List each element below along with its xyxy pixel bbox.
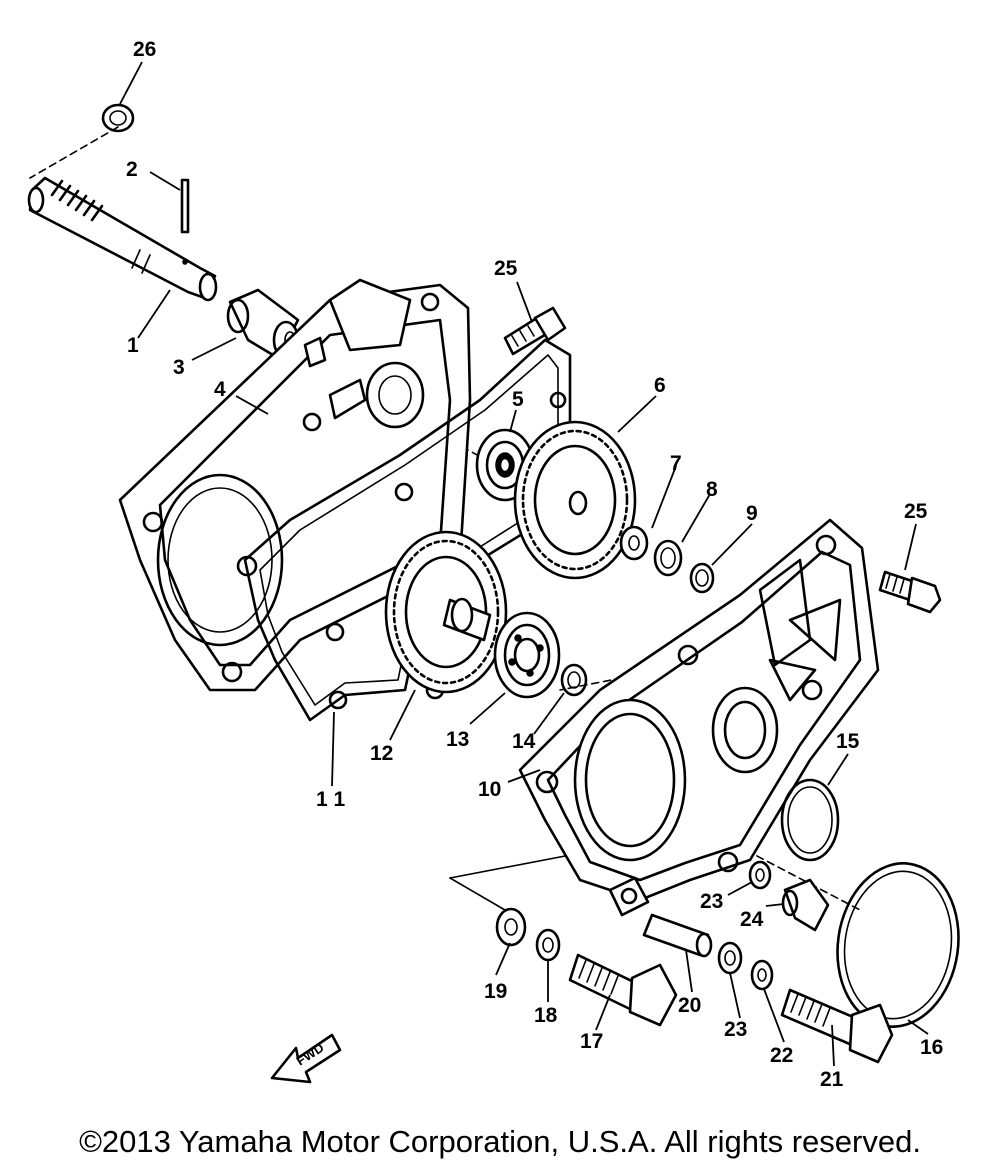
callout-14: 14 (512, 730, 536, 753)
callout-5: 5 (512, 388, 524, 411)
part-12-gear (384, 530, 508, 694)
callout-13: 13 (446, 728, 469, 751)
callout-1: 1 (127, 334, 139, 357)
callout-18: 18 (534, 1004, 558, 1027)
part-22-washer (750, 959, 774, 991)
copyright-notice: ©2013 Yamaha Motor Corporation, U.S.A. A… (79, 1124, 921, 1159)
callout-19: 19 (484, 980, 507, 1003)
part-4-case (118, 278, 472, 692)
callout-25-upper: 25 (494, 257, 518, 280)
part-1-shaft (27, 176, 218, 302)
callout-15: 15 (836, 730, 860, 753)
callout-10: 10 (478, 778, 501, 801)
part-25-bolt-right (878, 570, 942, 614)
callout-8: 8 (706, 478, 718, 501)
part-20-dowel (642, 913, 713, 958)
callout-16: 16 (920, 1036, 943, 1059)
part-2-pin (180, 178, 190, 234)
part-14-circlip (560, 663, 588, 697)
part-9-circlip (689, 562, 715, 594)
part-15-circlip (780, 778, 840, 862)
part-23-washer-upper (748, 860, 772, 890)
callout-26: 26 (133, 38, 156, 61)
callout-24: 24 (740, 908, 764, 931)
part-6-gear (513, 420, 637, 580)
callout-11: 1 1 (316, 788, 346, 811)
part-7-washer (619, 525, 649, 561)
part-13-bearing (493, 611, 561, 699)
callout-6: 6 (654, 374, 666, 397)
part-25-bolt-upper (503, 306, 567, 356)
callout-21: 21 (820, 1068, 844, 1091)
part-21-bolt (780, 988, 894, 1064)
callout-7: 7 (670, 452, 682, 475)
part-16-o-ring (836, 862, 960, 1028)
callout-20: 20 (678, 994, 701, 1017)
callout-23-upper: 23 (700, 890, 723, 913)
callout-23-lower: 23 (724, 1018, 747, 1041)
leader-lines (119, 61, 929, 1067)
part-11-gasket (236, 338, 572, 722)
part-10-cover (518, 518, 880, 917)
callout-17: 17 (580, 1030, 603, 1053)
part-23-washer-lower (717, 941, 743, 975)
part-17-bolt (568, 953, 678, 1027)
fwd-arrow-icon: FWD (270, 1033, 342, 1084)
part-24-bolt (781, 878, 830, 932)
part-26-circlip (101, 103, 135, 133)
callout-12: 12 (370, 742, 393, 765)
callout-9: 9 (746, 502, 758, 525)
callout-4: 4 (214, 378, 226, 401)
callout-25-right: 25 (904, 500, 928, 523)
part-18-washer (535, 928, 561, 962)
callout-labels: 26 2 1 3 4 25 5 6 7 8 9 25 12 13 14 15 1… (126, 38, 943, 1091)
callout-3: 3 (173, 356, 185, 379)
callout-22: 22 (770, 1044, 793, 1067)
part-19-washer (495, 907, 527, 947)
part-8-washer (653, 539, 683, 577)
callout-2: 2 (126, 158, 138, 181)
